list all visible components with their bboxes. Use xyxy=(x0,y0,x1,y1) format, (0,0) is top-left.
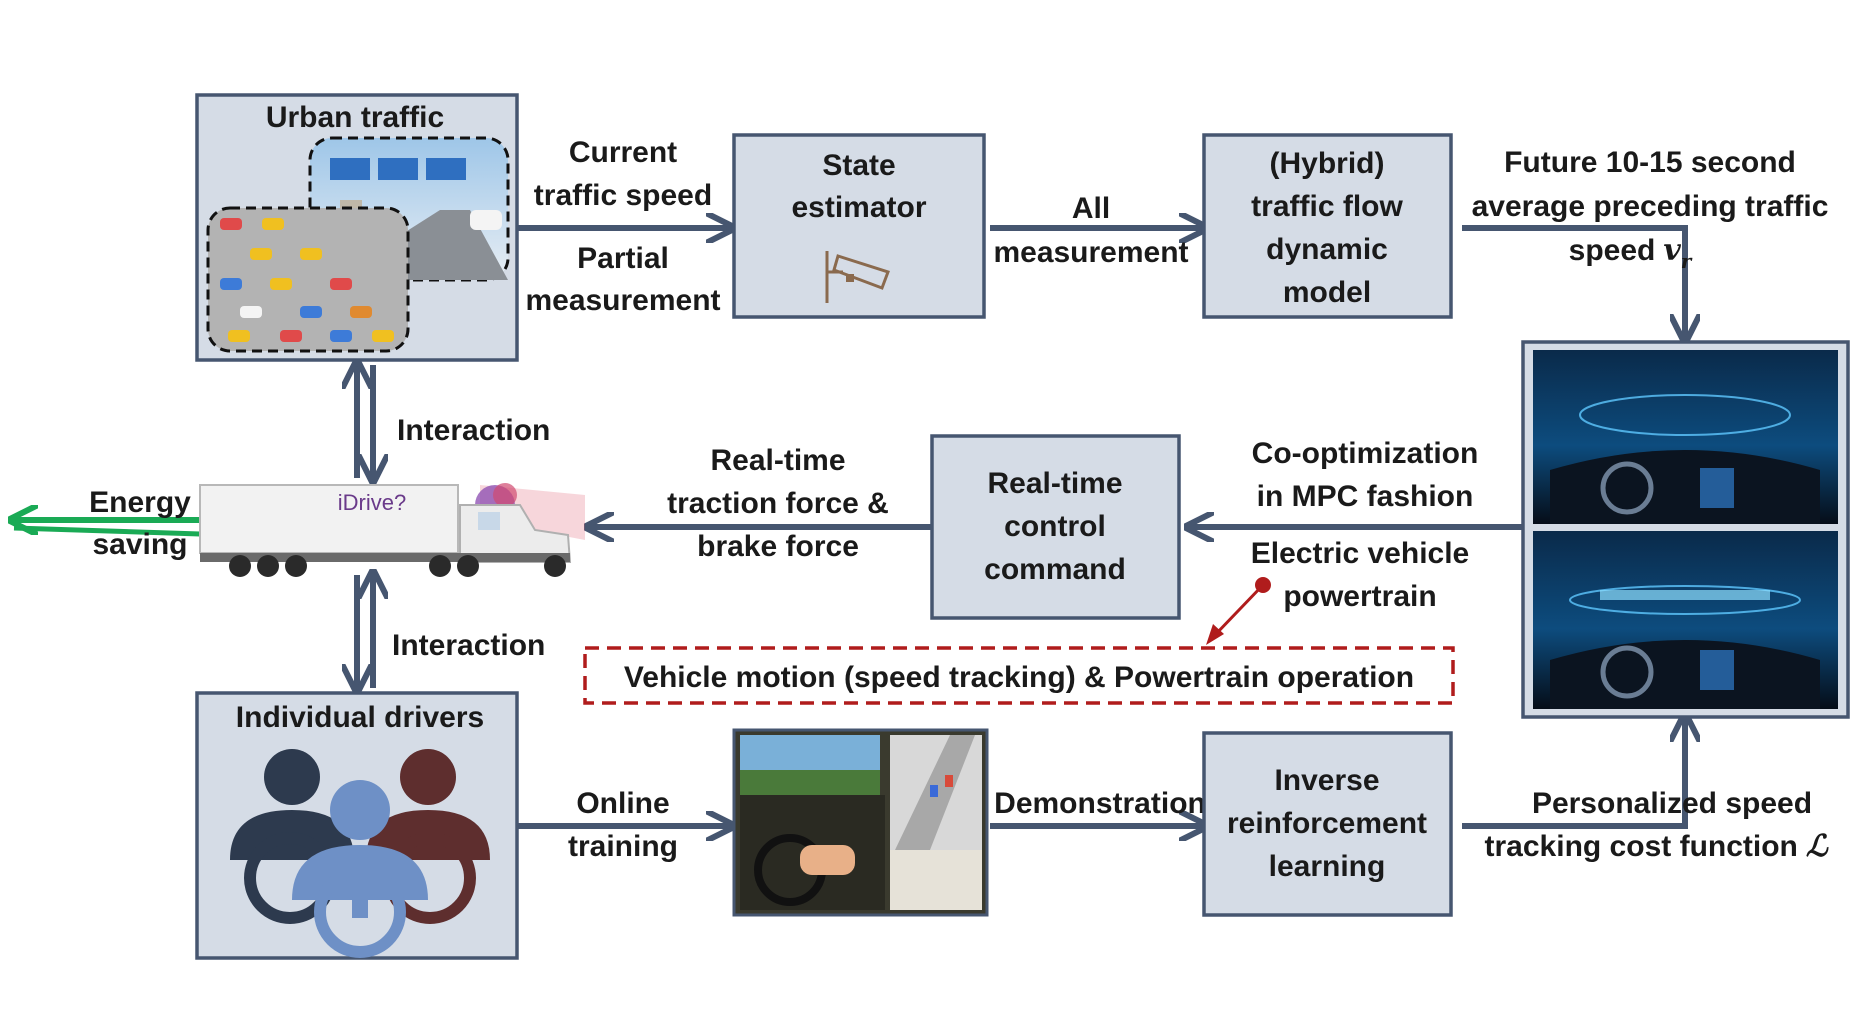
label-traction-3: brake force xyxy=(697,530,859,563)
control-command-node: Real-time control command xyxy=(930,434,1181,620)
driving-simulator-image xyxy=(732,728,989,917)
highlight-box xyxy=(583,646,1455,705)
traffic-model-line1: (Hybrid) xyxy=(1270,147,1385,180)
label-energy-saving-1: Energy xyxy=(89,486,191,519)
state-estimator-node: State estimator xyxy=(732,133,986,319)
irl-box xyxy=(1202,731,1453,917)
irl-line3: learning xyxy=(1269,850,1386,883)
parking-lot-photo xyxy=(206,206,410,353)
control-command-box xyxy=(930,434,1181,620)
label-all-measurement-1: All xyxy=(1072,192,1110,225)
arrow-model-to-dashboard xyxy=(1462,225,1685,338)
urban-traffic-title: Urban traffic xyxy=(266,101,444,134)
energy-arrow-2 xyxy=(13,525,201,537)
traffic-model-line2: traffic flow xyxy=(1251,190,1403,223)
urban-traffic-node: Urban traffic xyxy=(195,93,519,362)
label-electric-powertrain-2: powertrain xyxy=(1283,580,1436,613)
highlight-text: Vehicle motion (speed tracking) & Powert… xyxy=(624,661,1414,694)
label-traction-1: Real-time xyxy=(710,444,845,477)
powertrain-highlight: Vehicle motion (speed tracking) & Powert… xyxy=(583,646,1455,705)
control-command-line2: control xyxy=(1004,510,1106,543)
traffic-model-line3: dynamic xyxy=(1266,233,1388,266)
label-energy-saving-2: saving xyxy=(92,528,187,561)
label-future-speed-2: average preceding traffic xyxy=(1472,190,1829,223)
label-all-measurement-2: measurement xyxy=(993,236,1188,269)
security-camera-icon xyxy=(825,251,890,303)
red-pointer-head xyxy=(1206,624,1224,645)
control-command-line3: command xyxy=(984,553,1126,586)
traffic-model-line4: model xyxy=(1283,276,1371,309)
red-pointer-line xyxy=(1212,584,1264,638)
label-traction-2: traction force & xyxy=(667,487,889,520)
truck-icon: iDrive? xyxy=(199,483,585,577)
label-cost-function-1: Personalized speed xyxy=(1532,787,1812,820)
irl-node: Inverse reinforcement learning xyxy=(1202,731,1453,917)
label-interaction-bottom: Interaction xyxy=(392,629,545,662)
label-future-speed-1: Future 10-15 second xyxy=(1504,146,1796,179)
label-online-training-2: training xyxy=(568,830,678,863)
label-interaction-top: Interaction xyxy=(397,414,550,447)
truck-brand: iDrive? xyxy=(338,490,406,515)
traffic-model-box xyxy=(1202,133,1453,319)
state-estimator-line1: State xyxy=(822,149,895,182)
state-estimator-box xyxy=(732,133,986,319)
label-online-training-1: Online xyxy=(576,787,669,820)
label-partial-measurement-1: Partial xyxy=(577,242,669,275)
label-co-optimization-1: Co-optimization xyxy=(1252,437,1479,470)
irl-line1: Inverse xyxy=(1274,764,1379,797)
label-demonstration: Demonstration xyxy=(994,787,1206,820)
ev-dashboard-image xyxy=(1521,340,1850,719)
arrow-irl-to-dashboard xyxy=(1462,718,1685,829)
label-current-speed-1: Current xyxy=(569,136,677,169)
individual-drivers-title: Individual drivers xyxy=(236,701,484,734)
label-partial-measurement-2: measurement xyxy=(525,284,720,317)
label-electric-powertrain-1: Electric vehicle xyxy=(1251,537,1469,570)
control-command-line1: Real-time xyxy=(987,467,1122,500)
drivers-steering-wheels-icon xyxy=(230,749,490,958)
individual-drivers-node: Individual drivers xyxy=(195,691,519,960)
traffic-model-node: (Hybrid) traffic flow dynamic model xyxy=(1202,133,1453,319)
irl-line2: reinforcement xyxy=(1227,807,1427,840)
label-current-speed-2: traffic speed xyxy=(534,179,712,212)
label-co-optimization-2: in MPC fashion xyxy=(1257,480,1474,513)
state-estimator-line2: estimator xyxy=(791,191,926,224)
red-pointer-dot xyxy=(1255,577,1271,593)
arrows xyxy=(14,228,1685,826)
